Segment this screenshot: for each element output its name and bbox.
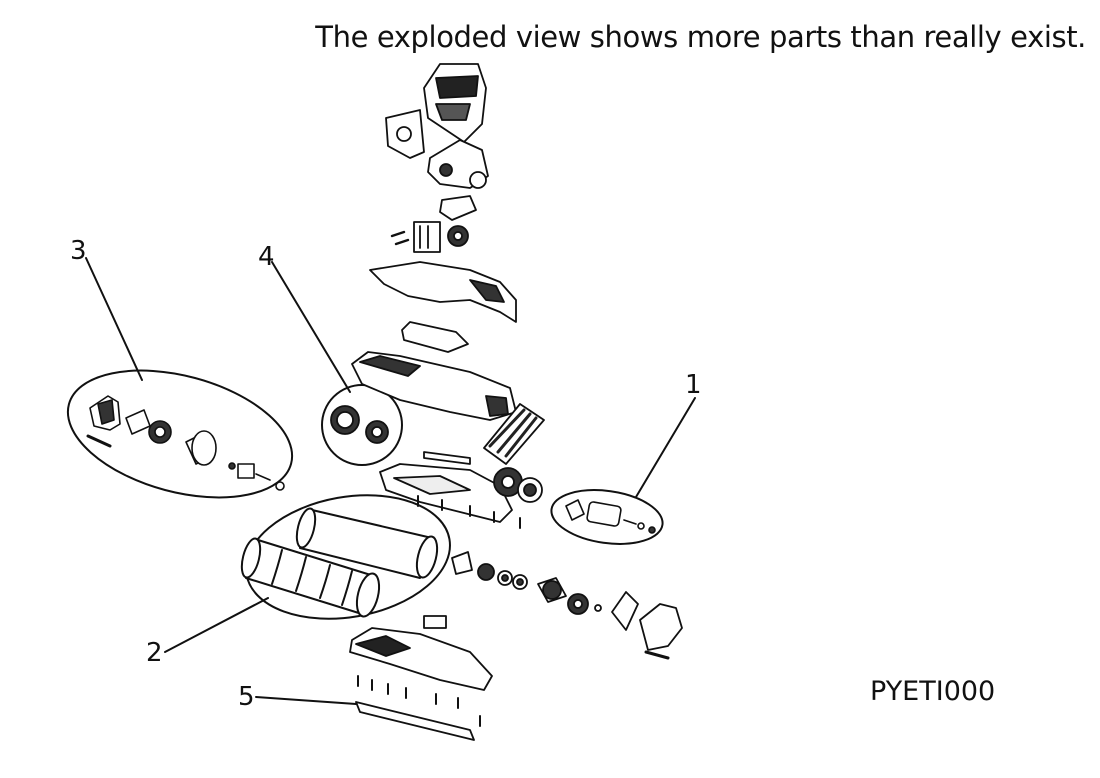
screws-base [417, 495, 521, 529]
main-assembly [349, 63, 683, 741]
motor-bracket [565, 499, 585, 521]
side-plate [385, 109, 425, 159]
belt [611, 591, 639, 631]
leader-5 [255, 696, 357, 705]
leader-4 [271, 261, 351, 393]
end-cap [639, 603, 683, 651]
group-1-ellipse [550, 489, 664, 545]
lever-part [401, 321, 469, 353]
ring-part [439, 195, 477, 221]
part-3a-inner [97, 399, 115, 425]
bearing-large-hole [336, 411, 354, 429]
label-plate [423, 615, 447, 629]
group-1-parts [565, 499, 656, 534]
pulley-screw [594, 604, 602, 612]
leader-2 [164, 597, 269, 653]
callout-3: 3 [70, 236, 87, 266]
clips [390, 230, 410, 246]
leader-lines [85, 257, 696, 705]
part-3d-cap [191, 430, 217, 466]
part-3-screw [255, 473, 271, 481]
group-4-circle [321, 384, 403, 466]
upper-cover [369, 261, 517, 323]
part-3b [125, 409, 151, 435]
motor-body [586, 501, 622, 527]
rail [423, 451, 471, 465]
diagram-note: The exploded view shows more parts than … [315, 20, 1086, 54]
strip-part-5 [355, 701, 475, 741]
screws-bottom [357, 675, 481, 727]
part-3c-hub [154, 426, 166, 438]
callout-2: 2 [146, 638, 163, 668]
part-3e [237, 463, 255, 479]
group-3-parts [86, 395, 285, 491]
leader-1 [635, 397, 696, 498]
bearing-small-hole [371, 426, 383, 438]
part-3-washer [275, 481, 285, 491]
part-3-pin [86, 434, 112, 448]
group-4-parts [330, 405, 389, 444]
group-2-parts [240, 507, 439, 618]
callout-4: 4 [258, 242, 275, 272]
leader-3 [85, 257, 143, 381]
diagram-code: PYETI000 [870, 676, 996, 707]
callout-5: 5 [238, 682, 255, 712]
part-3-spring [228, 462, 236, 470]
axle-ring-1 [477, 563, 495, 581]
callout-1: 1 [685, 370, 702, 400]
roller-segments [271, 549, 353, 606]
group-3-ellipse [66, 369, 294, 499]
axle-cap [451, 551, 473, 575]
valve-block [413, 221, 441, 253]
